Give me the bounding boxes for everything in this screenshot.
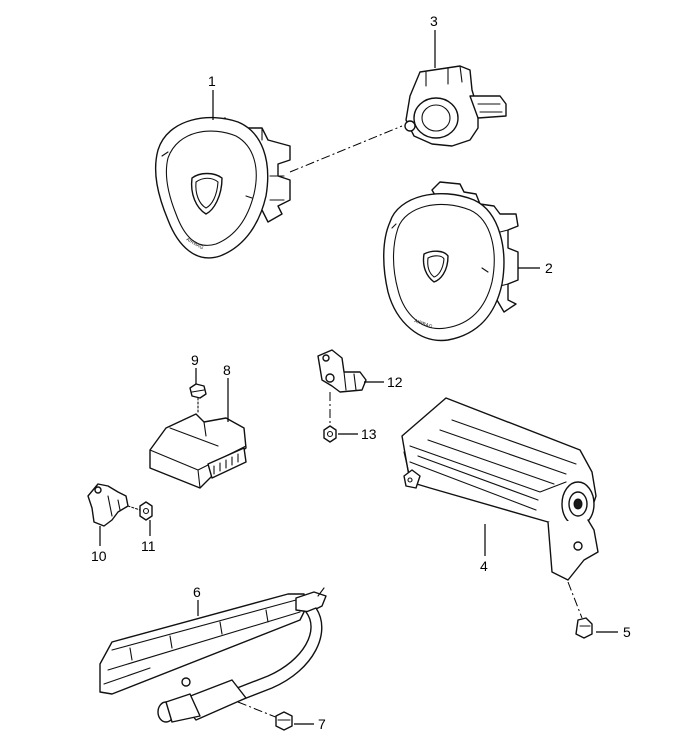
curtain-airbag-6[interactable]	[99, 587, 327, 723]
callout-4: 4	[480, 558, 488, 574]
callout-11: 11	[141, 538, 156, 554]
clock-spring[interactable]	[404, 65, 507, 147]
airbag-control-unit[interactable]	[149, 413, 247, 489]
nut-9[interactable]	[189, 383, 207, 415]
callout-1: 1	[208, 73, 216, 89]
callout-numbers: 1 3 2 4 5 6 7 8 9 10 11 12 13	[91, 13, 631, 732]
callout-5: 5	[623, 624, 631, 640]
callout-3: 3	[430, 13, 438, 29]
side-sensor-10[interactable]	[87, 483, 129, 527]
leader-lines	[99, 30, 618, 725]
inflator-canister-4[interactable]	[401, 397, 599, 581]
callout-8: 8	[223, 362, 231, 378]
bolt-5[interactable]	[567, 581, 593, 639]
callout-10: 10	[91, 548, 107, 564]
passenger-airbag-module[interactable]: AIRBAG	[383, 181, 519, 342]
callout-7: 7	[318, 716, 326, 732]
nut-13[interactable]	[323, 425, 337, 443]
nut-11[interactable]	[127, 501, 153, 521]
driver-airbag-module[interactable]: AIRBAG	[154, 116, 291, 259]
callout-9: 9	[191, 352, 199, 368]
alignment-line-1-3	[289, 125, 403, 173]
callout-13: 13	[361, 426, 377, 442]
callout-6: 6	[193, 584, 201, 600]
bolt-7[interactable]	[237, 701, 293, 731]
callout-2: 2	[545, 260, 553, 276]
impact-sensor-12[interactable]	[317, 349, 367, 426]
callout-12: 12	[387, 374, 403, 390]
